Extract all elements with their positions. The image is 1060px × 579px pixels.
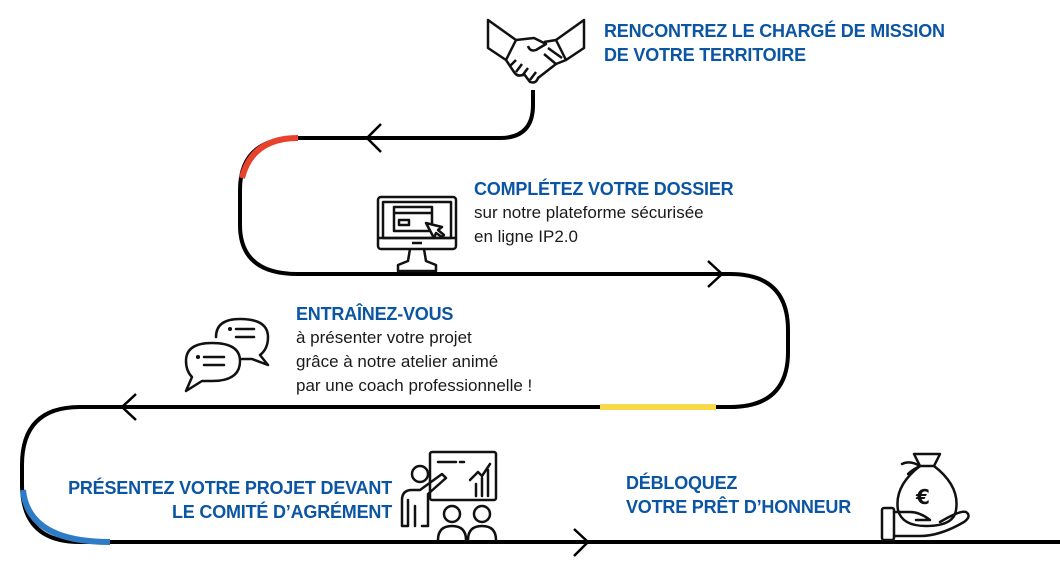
arrow-right-2 — [707, 260, 724, 288]
step-2-desc-line-1: sur notre plateforme sécurisée — [474, 203, 704, 222]
money-bag-hand-icon: € — [880, 452, 970, 542]
step-3-desc-line-1: à présenter votre projet — [296, 328, 472, 347]
arrow-left-1 — [365, 123, 382, 153]
step-3-desc-line-2: grâce à notre atelier animé — [296, 352, 499, 371]
step-3-title: ENTRAÎNEZ-VOUS — [296, 304, 454, 324]
step-3-desc-line-3: par une coach professionnelle ! — [296, 376, 533, 395]
accent-red — [239, 135, 299, 179]
computer-monitor-icon — [376, 195, 458, 273]
chat-bubbles-icon — [184, 317, 270, 393]
step-5-title-line-2: VOTRE PRÊT D’HONNEUR — [626, 497, 852, 517]
svg-text:€: € — [915, 485, 930, 509]
step-2-title: COMPLÉTEZ VOTRE DOSSIER — [474, 179, 734, 199]
step-2-desc-line-2: en ligne IP2.0 — [474, 227, 578, 246]
step-1-title-line-2: DE VOTRE TERRITOIRE — [604, 45, 806, 65]
accent-blue — [20, 489, 111, 545]
step-5-title-line-1: DÉBLOQUEZ — [626, 473, 738, 493]
handshake-icon — [486, 18, 586, 84]
presentation-board-icon — [400, 450, 498, 542]
step-4-title-line-2: LE COMITÉ D’AGRÉMENT — [172, 502, 392, 522]
arrow-right-4 — [573, 528, 590, 557]
arrow-left-3 — [120, 393, 137, 421]
step-4-title-line-1: PRÉSENTEZ VOTRE PROJET DEVANT — [68, 478, 392, 498]
step-1-title-line-1: RENCONTREZ LE CHARGÉ DE MISSION — [604, 21, 945, 41]
